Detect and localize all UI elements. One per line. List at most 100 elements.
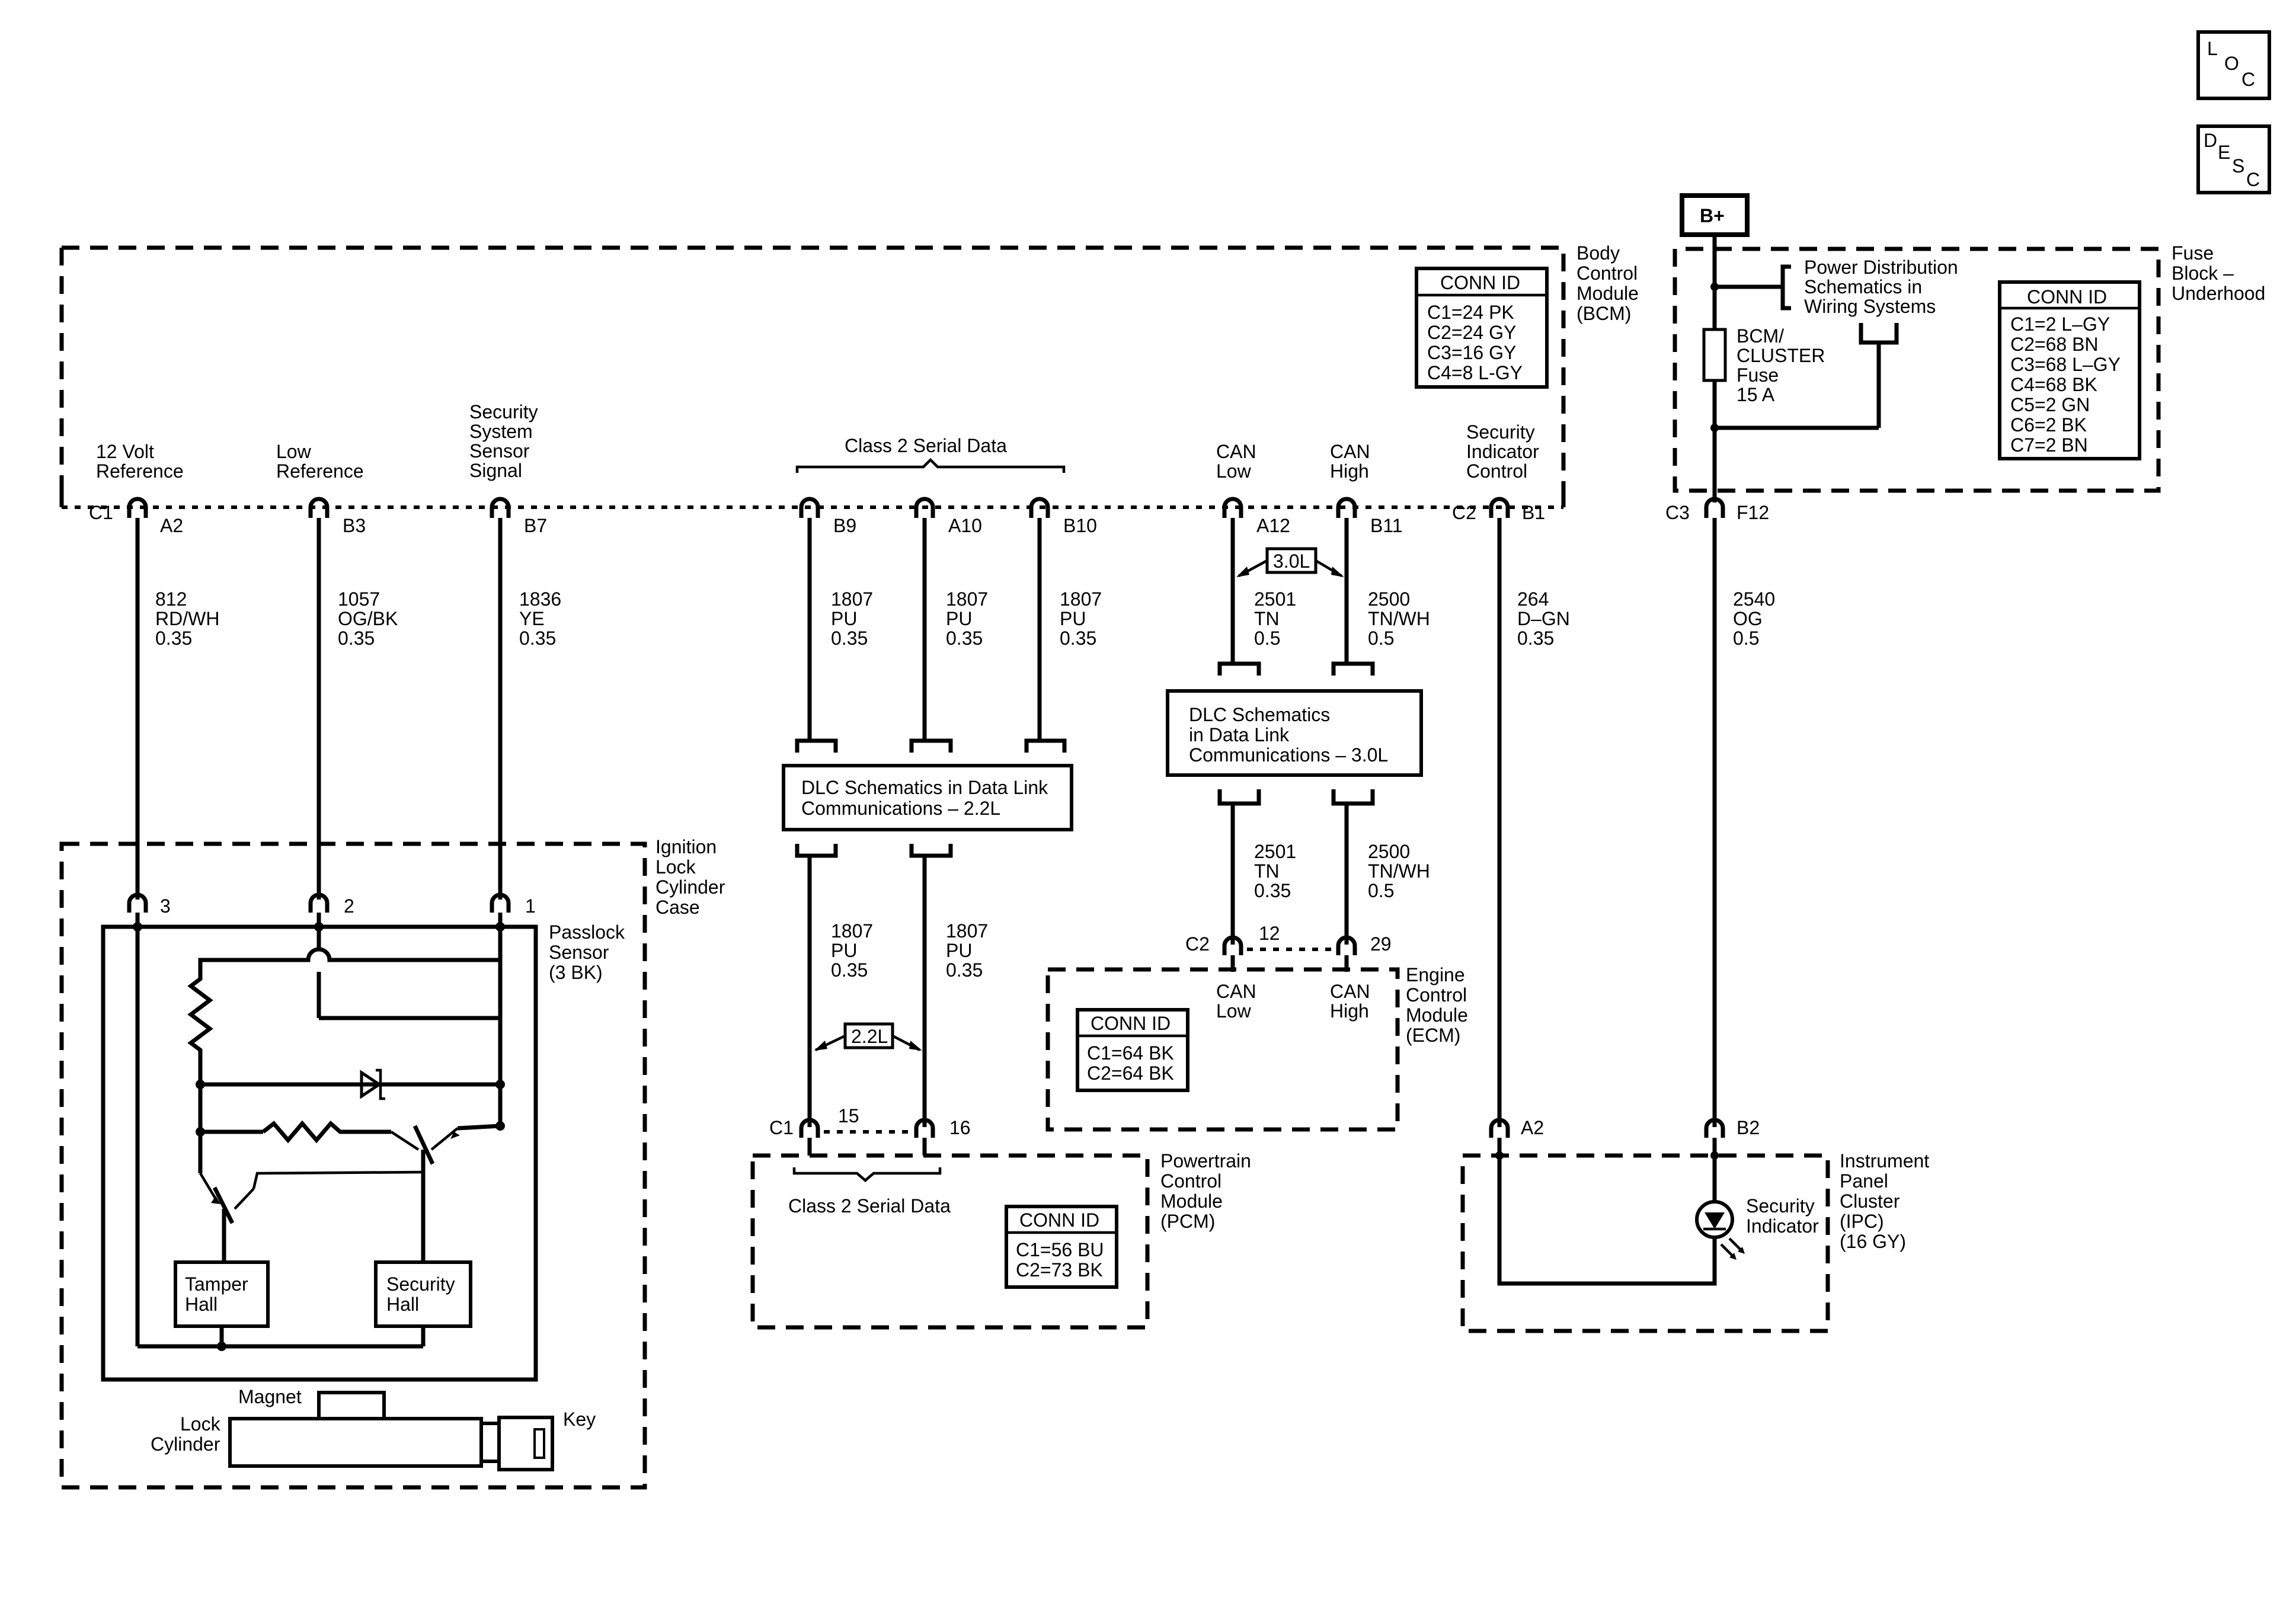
svg-text:C2=64 BK: C2=64 BK (1087, 1062, 1174, 1084)
svg-text:Underhood: Underhood (2172, 283, 2265, 304)
svg-text:0.35: 0.35 (831, 959, 868, 981)
svg-text:15 A: 15 A (1737, 384, 1775, 405)
svg-text:Control: Control (1160, 1170, 1221, 1192)
svg-text:Cylinder: Cylinder (151, 1433, 220, 1455)
svg-text:C1=2 L–GY: C1=2 L–GY (2010, 313, 2110, 335)
svg-text:C1=56 BU: C1=56 BU (1016, 1239, 1104, 1260)
power-dist-note: Power Distribution (1804, 257, 1958, 278)
svg-text:0.5: 0.5 (1254, 628, 1280, 649)
svg-text:C2=68 BN: C2=68 BN (2010, 334, 2099, 355)
svg-text:C2=24 GY: C2=24 GY (1427, 322, 1516, 343)
fuse-icon (1702, 328, 1727, 382)
svg-text:Control: Control (1466, 460, 1527, 482)
svg-text:Security: Security (1746, 1195, 1815, 1217)
svg-text:2500: 2500 (1368, 588, 1410, 610)
svg-text:TN/WH: TN/WH (1368, 608, 1430, 629)
svg-text:Engine: Engine (1406, 964, 1465, 985)
svg-text:0.35: 0.35 (946, 959, 983, 981)
transistor-right-icon (390, 1121, 505, 1165)
pcm-module: Powertrain Control Module (PCM) (750, 1150, 1251, 1330)
svg-text:PU: PU (831, 940, 857, 961)
svg-text:Low: Low (1216, 460, 1252, 482)
svg-text:B1: B1 (1522, 502, 1545, 523)
class2-bcm-label: Class 2 Serial Data (845, 435, 1007, 456)
can-high-bcm-label: CAN (1330, 441, 1370, 462)
svg-text:Ignition: Ignition (655, 836, 717, 857)
svg-text:C2=73 BK: C2=73 BK (1016, 1259, 1103, 1281)
svg-text:E: E (2218, 142, 2230, 163)
sec-ind-bcm-label: Security (1466, 421, 1535, 443)
svg-text:B3: B3 (343, 515, 366, 536)
svg-text:C5=2 GN: C5=2 GN (2010, 394, 2090, 415)
svg-text:Passlock: Passlock (549, 921, 625, 943)
svg-text:(3 BK): (3 BK) (549, 962, 603, 983)
svg-text:Class 2 Serial Data: Class 2 Serial Data (788, 1195, 951, 1217)
resistor-icon (187, 964, 213, 1084)
ignition-lock-module: Ignition Lock Cylinder Case (59, 836, 725, 1490)
pcm-connectors (799, 1118, 935, 1138)
svg-text:OG: OG (1733, 608, 1763, 629)
svg-text:B+: B+ (1700, 205, 1725, 226)
svg-text:Schematics in: Schematics in (1804, 276, 1922, 297)
svg-text:OG/BK: OG/BK (338, 608, 398, 629)
svg-text:(PCM): (PCM) (1160, 1211, 1215, 1232)
svg-text:2: 2 (344, 895, 354, 917)
loc-icon[interactable]: L O C (2196, 30, 2271, 100)
svg-text:3: 3 (160, 895, 171, 917)
svg-text:D: D (2204, 130, 2217, 151)
svg-text:0.35: 0.35 (519, 628, 556, 649)
svg-text:(ECM): (ECM) (1406, 1025, 1460, 1046)
signal-security-label: Security (469, 401, 538, 423)
svg-text:F12: F12 (1737, 502, 1769, 523)
bcm-label-3: Module (1576, 283, 1639, 304)
svg-text:DLC Schematics: DLC Schematics (1189, 704, 1330, 725)
svg-text:264: 264 (1517, 588, 1549, 610)
svg-text:A2: A2 (1521, 1117, 1544, 1138)
svg-text:B11: B11 (1370, 515, 1403, 536)
svg-text:Fuse: Fuse (1737, 364, 1779, 386)
bcm-conn-id-table: CONN ID C1=24 PK C2=24 GY C3=16 GY C4=8 … (1415, 267, 1549, 389)
tamper-hall: Tamper Hall (174, 1260, 270, 1328)
svg-text:Powertrain: Powertrain (1160, 1150, 1251, 1172)
svg-text:RD/WH: RD/WH (155, 608, 219, 629)
svg-text:2.2L: 2.2L (851, 1026, 888, 1047)
svg-text:Instrument: Instrument (1840, 1150, 1929, 1172)
desc-icon[interactable]: D E S C (2196, 124, 2271, 194)
svg-text:C4=8 L-GY: C4=8 L-GY (1427, 362, 1523, 383)
svg-text:YE: YE (519, 608, 545, 629)
svg-text:C2: C2 (1185, 933, 1210, 955)
svg-text:CAN: CAN (1330, 981, 1370, 1002)
signal-lowref-label: Low (276, 441, 312, 462)
svg-text:Security: Security (386, 1273, 455, 1295)
svg-text:Hall: Hall (386, 1294, 419, 1315)
bcm-connectors (127, 497, 1725, 518)
fuse-block-conn-id-table: CONN ID C1=2 L–GY C2=68 BN C3=68 L–GY C4… (1998, 280, 2141, 460)
svg-text:CONN ID: CONN ID (1091, 1013, 1171, 1034)
dlc-30l-box[interactable]: DLC Schematics in Data Link Communicatio… (1166, 689, 1423, 777)
security-hall: Security Hall (374, 1260, 472, 1328)
svg-text:29: 29 (1370, 933, 1392, 955)
svg-text:Sensor: Sensor (469, 440, 530, 462)
svg-text:C2: C2 (1452, 502, 1476, 523)
svg-text:O: O (2224, 53, 2239, 74)
bcm-label-2: Control (1576, 263, 1638, 284)
svg-text:A12: A12 (1256, 515, 1290, 536)
svg-text:Lock: Lock (180, 1413, 221, 1435)
svg-text:B10: B10 (1063, 515, 1097, 536)
svg-text:in Data Link: in Data Link (1189, 724, 1290, 745)
security-indicator-lamp-icon (1695, 1200, 1745, 1260)
svg-text:1: 1 (525, 895, 536, 917)
svg-text:CAN: CAN (1216, 981, 1256, 1002)
svg-text:Module: Module (1160, 1190, 1223, 1212)
svg-text:PU: PU (946, 608, 972, 629)
svg-text:Key: Key (563, 1409, 596, 1430)
dlc-22l-box[interactable]: DLC Schematics in Data Link Communicatio… (782, 764, 1073, 831)
svg-text:Communications – 3.0L: Communications – 3.0L (1189, 744, 1388, 766)
svg-text:0.35: 0.35 (155, 628, 192, 649)
svg-text:Lock: Lock (655, 856, 696, 878)
svg-text:A2: A2 (160, 515, 183, 536)
svg-text:812: 812 (155, 588, 187, 610)
svg-text:CONN ID: CONN ID (2027, 286, 2107, 308)
